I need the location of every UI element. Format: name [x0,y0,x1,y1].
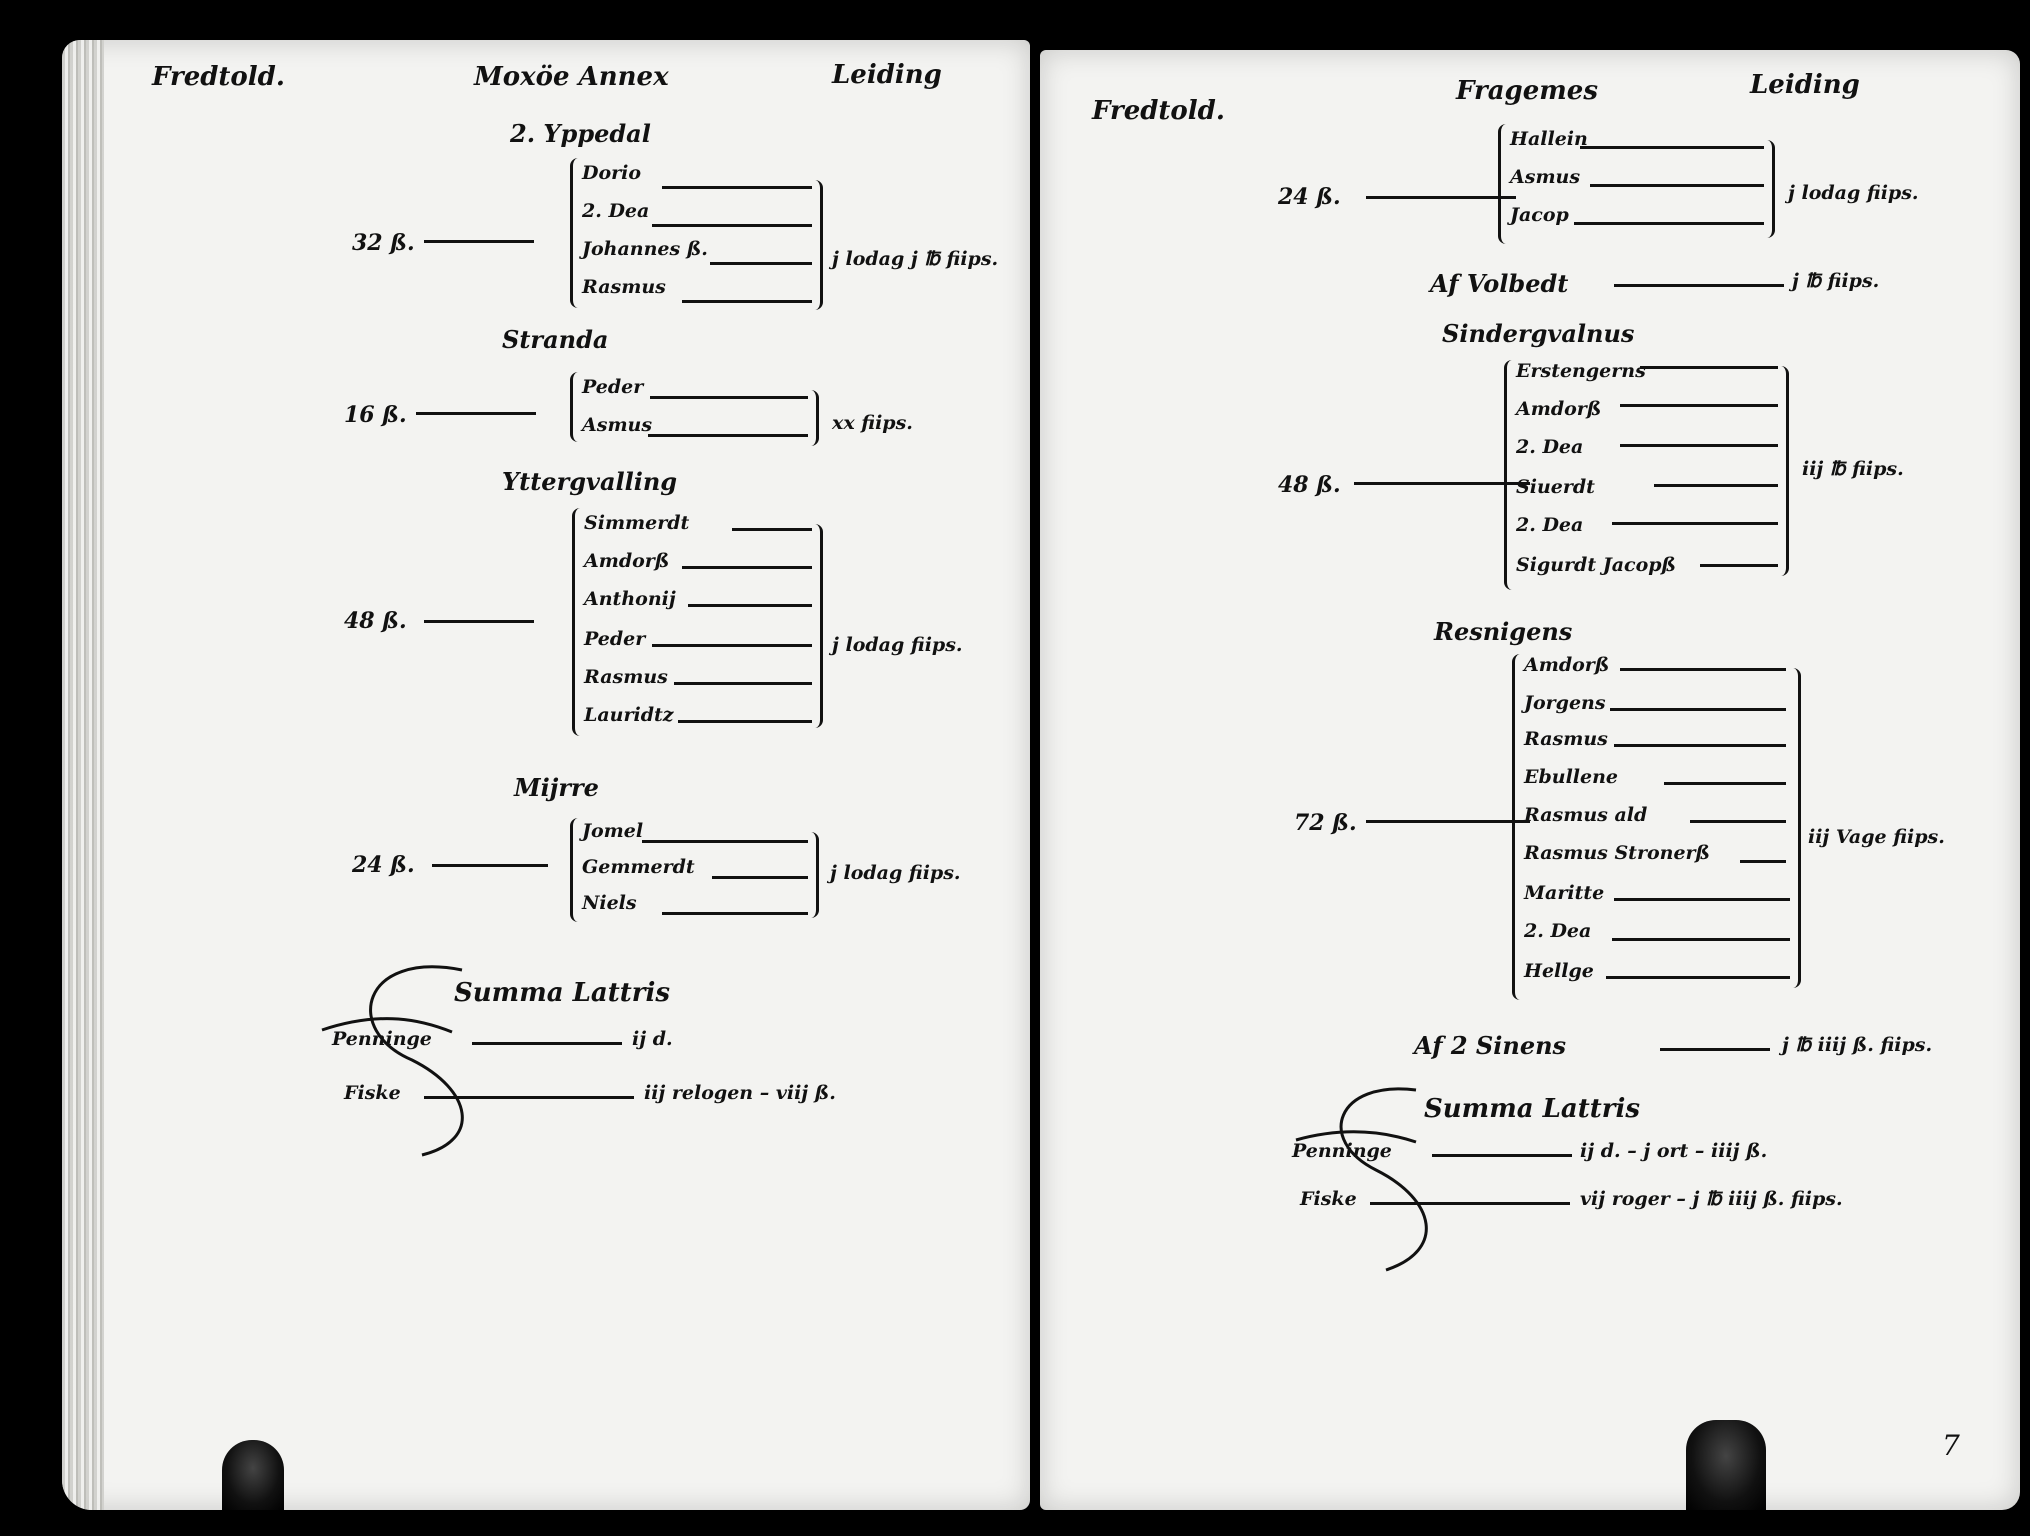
summa-value: ij d. – j ort – iiij ß. [1580,1140,1768,1162]
amount: 32 ß. [352,230,415,256]
summa-value: iij relogen – viij ß. [644,1082,836,1104]
summa-label: Fiske [1300,1188,1357,1210]
name-entry: Hellge [1524,960,1594,982]
group-result: j lodag j ℔ fiips. [832,248,999,270]
name-entry: Erstengerns [1516,360,1646,382]
group-result: j lodag fiips. [1788,182,1919,204]
name-entry: Hallein [1510,128,1588,150]
place-name: Af Volbedt [1430,269,1569,298]
name-entry: Amdorß [1516,398,1602,420]
right-header-parish: Fragemes [1456,76,1598,106]
name-entry: Maritte [1524,882,1605,904]
group-result: j lodag fiips. [830,862,961,884]
name-entry: Asmus [582,414,653,436]
name-entry: Rasmus [1524,728,1608,750]
name-entry: Rasmus [582,276,666,298]
right-header-district: Fredtold. [1092,96,1225,126]
place-name: Mijrre [514,773,599,802]
name-entry: Siuerdt [1516,476,1595,498]
summa-title: Summa Lattris [454,978,670,1008]
name-entry: Rasmus Stronerß [1524,842,1710,864]
name-entry: Asmus [1510,166,1581,188]
summa-value: vij roger – j ℔ iiij ß. fiips. [1580,1188,1843,1210]
binding-clasp [222,1440,284,1510]
summa-label: Penninge [1292,1140,1392,1162]
place-name: Sindergvalnus [1442,319,1635,348]
place-name: Stranda [502,325,609,354]
left-header-parish: Moxöe Annex [474,62,669,92]
page-number: 7 [1942,1429,1960,1462]
amount: 72 ß. [1294,810,1357,836]
right-header-levy: Leiding [1750,70,1860,100]
left-header-levy: Leiding [832,60,942,90]
left-header-district: Fredtold. [152,62,285,92]
group-result: iij Vage fiips. [1808,826,1945,848]
name-entry: Gemmerdt [582,856,695,878]
place-name: Yttergvalling [502,467,678,496]
name-entry: Amdorß [1524,654,1610,676]
group-result: j ℔ iiij ß. fiips. [1782,1034,1933,1056]
right-page: Fredtold. Fragemes Leiding 24 ß. Hallein… [1040,50,2020,1510]
binding-clasp [1686,1420,1766,1510]
name-entry: Niels [582,892,637,914]
amount: 48 ß. [1278,472,1341,498]
page-edge [62,40,104,1510]
name-entry: Jacop [1510,204,1569,226]
amount: 16 ß. [344,402,407,428]
name-entry: Amdorß [584,550,670,572]
name-entry: Anthonij [584,588,676,610]
name-entry: Jomel [582,820,644,842]
summa-value: ij d. [632,1028,673,1050]
summa-title: Summa Lattris [1424,1094,1640,1124]
summa-label: Penninge [332,1028,432,1050]
group-result: j lodag fiips. [832,634,963,656]
name-entry: 2. Dea [1524,920,1592,942]
name-entry: Rasmus [584,666,668,688]
amount: 48 ß. [344,608,407,634]
name-entry: Sigurdt Jacopß [1516,554,1676,576]
summa-flourish [1295,1087,1428,1272]
place-name: Resnigens [1434,617,1573,646]
name-entry: 2. Dea [582,200,650,222]
name-entry: Peder [582,376,644,398]
name-entry: Johannes ß. [582,238,708,260]
group-result: j ℔ fiips. [1792,270,1880,292]
place-name: 2. Yppedal [510,119,651,148]
name-entry: Ebullene [1524,766,1619,788]
place-name: Af 2 Sinens [1414,1031,1567,1060]
summa-label: Fiske [344,1082,401,1104]
name-entry: Dorio [582,162,642,184]
summa-flourish [321,965,464,1157]
name-entry: Peder [584,628,646,650]
name-entry: 2. Dea [1516,514,1584,536]
name-entry: 2. Dea [1516,436,1584,458]
name-entry: Jorgens [1524,692,1606,714]
amount: 24 ß. [352,852,415,878]
name-entry: Rasmus ald [1524,804,1648,826]
name-entry: Simmerdt [584,512,690,534]
name-entry: Lauridtz [584,704,674,726]
group-result: xx fiips. [832,412,913,434]
group-result: iij ℔ fiips. [1802,458,1904,480]
left-page: Fredtold. Moxöe Annex Leiding 2. Yppedal… [62,40,1030,1510]
amount: 24 ß. [1278,184,1341,210]
